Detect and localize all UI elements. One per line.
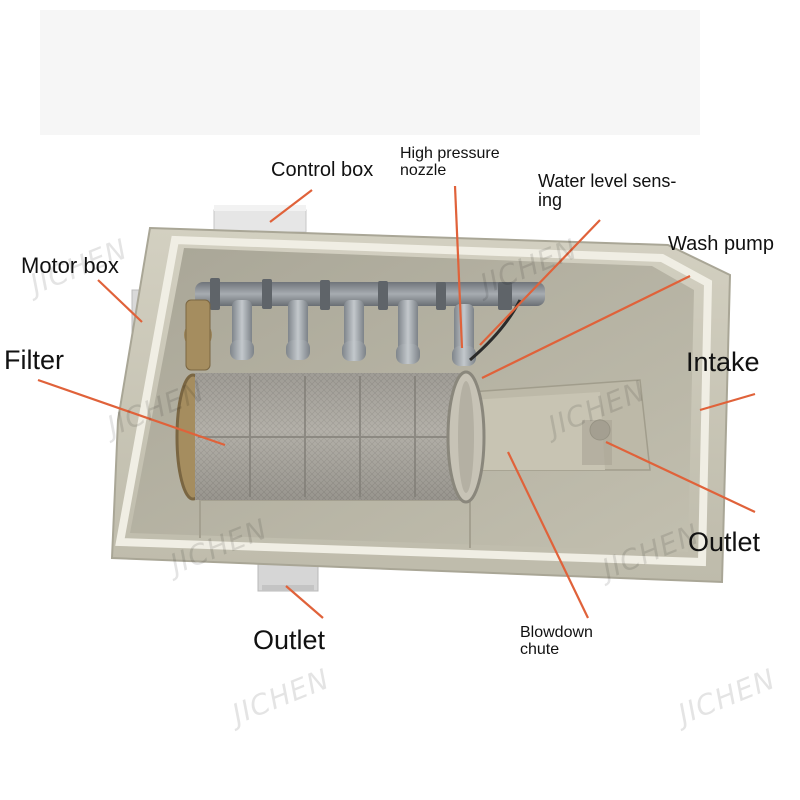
blowdown-chute-trough [470,392,605,470]
nozzle [230,300,254,360]
label-motor-box: Motor box [21,253,119,278]
label-wash-pump: Wash pump [668,233,774,255]
nozzle [452,304,476,366]
leader-control-box [269,189,313,223]
background-smudge [40,10,700,135]
tank-rim-outline [115,235,713,567]
label-outlet-right: Outlet [688,527,761,557]
leader-lines [37,185,756,619]
label-water-level-sensing: Water level sens- ing [538,171,677,210]
label-filter: Filter [4,345,64,375]
leader-filter [37,378,226,447]
label-outlet-bottom: Outlet [253,625,326,655]
spray-nozzles [230,300,476,366]
drum-filter [175,370,486,504]
leader-high-pressure-nozzle [453,185,464,349]
leader-outlet-bottom [285,585,324,619]
leader-water-level-sensing [479,219,601,346]
nozzle [342,300,366,361]
leader-wash-pump [481,275,691,379]
leader-outlet-right [605,441,756,513]
nozzle [396,300,420,364]
drive-gear [184,299,212,371]
label-control-box: Control box [271,159,374,181]
leader-blowdown-chute [507,451,589,619]
label-intake: Intake [686,347,760,377]
leader-intake [699,392,756,412]
leader-motor-box [97,279,143,323]
spray-manifold [195,282,545,306]
control-box-part [213,205,307,233]
label-high-pressure-nozzle: High pressure nozzle [400,145,500,179]
manifold-couplings [210,278,512,310]
nozzle [286,300,310,360]
label-blowdown-chute: Blowdown chute [520,624,593,658]
